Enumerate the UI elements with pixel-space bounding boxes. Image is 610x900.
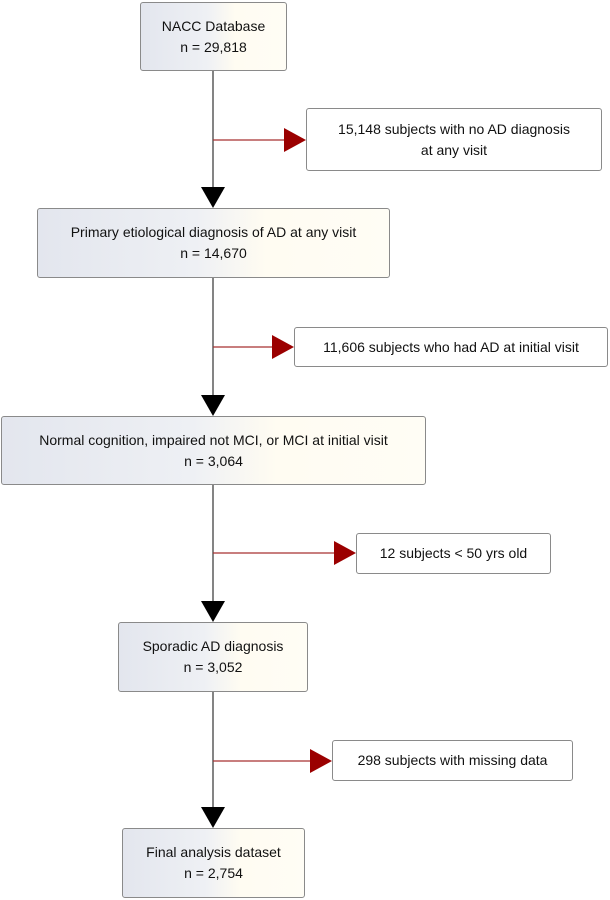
- exclusion-box-no-ad-line-1: 15,148 subjects with no AD diagnosis: [338, 120, 570, 137]
- arrowhead-down-1: [201, 187, 225, 208]
- box-primary-ad-diagnosis: Primary etiological diagnosis of AD at a…: [37, 208, 390, 278]
- box-final-dataset: Final analysis dataset n = 2,754: [122, 828, 305, 898]
- arrowhead-right-2: [272, 335, 294, 359]
- box-nacc-database: NACC Database n = 29,818: [140, 2, 287, 71]
- box-primary-ad-diagnosis-count: n = 14,670: [180, 245, 247, 261]
- box-nacc-database-title: NACC Database: [161, 17, 266, 34]
- box-sporadic-ad-count: n = 3,052: [183, 659, 243, 675]
- box-final-dataset-count: n = 2,754: [184, 865, 243, 881]
- exclusion-box-missing-data-text: 298 subjects with missing data: [357, 752, 548, 768]
- arrowhead-right-4: [310, 749, 332, 773]
- arrowhead-right-1: [284, 128, 306, 152]
- box-sporadic-ad: Sporadic AD diagnosis n = 3,052: [118, 622, 308, 692]
- box-initial-cognition: Normal cognition, impaired not MCI, or M…: [1, 416, 426, 485]
- exclusion-box-age: 12 subjects < 50 yrs old: [356, 533, 551, 574]
- box-nacc-database-count: n = 29,818: [180, 38, 247, 55]
- arrowhead-down-4: [201, 807, 225, 828]
- exclusion-box-no-ad: 15,148 subjects with no AD diagnosis at …: [306, 108, 602, 171]
- arrowhead-down-2: [201, 395, 225, 416]
- arrowhead-right-3: [334, 541, 356, 565]
- box-initial-cognition-title: Normal cognition, impaired not MCI, or M…: [39, 431, 388, 448]
- box-final-dataset-title: Final analysis dataset: [146, 844, 281, 860]
- exclusion-box-ad-initial: 11,606 subjects who had AD at initial vi…: [294, 327, 608, 367]
- exclusion-box-missing-data: 298 subjects with missing data: [332, 740, 573, 781]
- exclusion-box-no-ad-line-2: at any visit: [420, 141, 488, 158]
- exclusion-box-age-text: 12 subjects < 50 yrs old: [379, 545, 528, 561]
- box-primary-ad-diagnosis-title: Primary etiological diagnosis of AD at a…: [70, 224, 357, 240]
- arrowhead-down-3: [201, 601, 225, 622]
- box-initial-cognition-count: n = 3,064: [184, 452, 243, 469]
- exclusion-box-ad-initial-text: 11,606 subjects who had AD at initial vi…: [323, 338, 579, 355]
- box-sporadic-ad-title: Sporadic AD diagnosis: [142, 638, 284, 654]
